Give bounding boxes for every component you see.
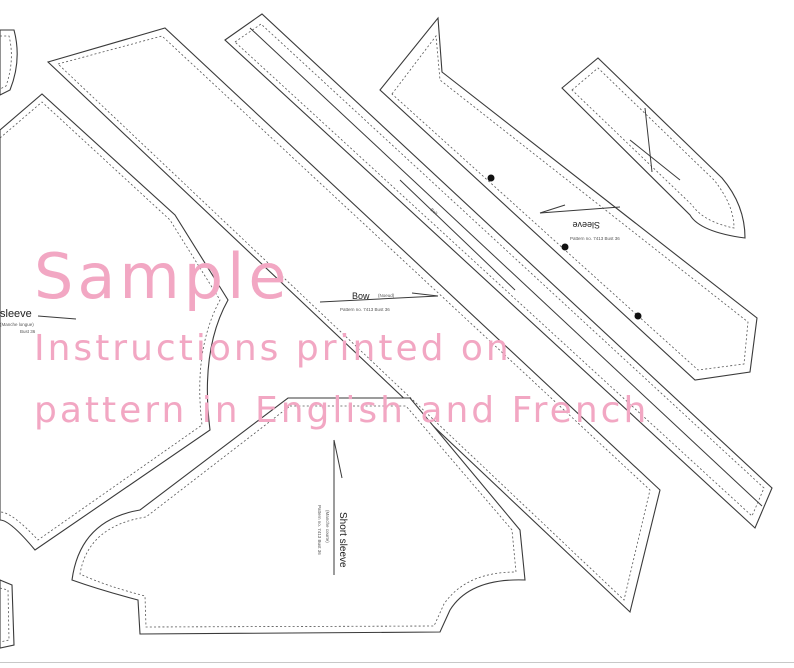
long-sleeve-piece: sleeve (Manche longue) Bust 36: [0, 93, 229, 551]
sleeve-strip: Sleeve Pattern no. 7413 Bust 36: [379, 16, 758, 381]
svg-text:Pattern no. 7413 Bust 36: Pattern no. 7413 Bust 36: [570, 236, 620, 241]
svg-text:(Manche longue): (Manche longue): [0, 322, 34, 327]
svg-text:Bust 36: Bust 36: [20, 329, 36, 334]
svg-text:(Noeud): (Noeud): [378, 293, 395, 298]
sleeve-label: sleeve: [0, 308, 32, 320]
svg-text:(Manche courte): (Manche courte): [325, 510, 330, 543]
belt-label: Belt: [429, 207, 439, 216]
sleeve-label-right: Sleeve: [572, 220, 600, 230]
short-sleeve-piece: Short sleeve (Manche courte) Pattern no.…: [71, 397, 526, 635]
svg-text:Pattern no. 7413 Bust 36: Pattern no. 7413 Bust 36: [340, 307, 390, 312]
corner-piece-bottom-left: [0, 579, 15, 649]
bottom-rule: [0, 662, 794, 663]
svg-text:Pattern no. 7413 Bust 36: Pattern no. 7413 Bust 36: [317, 505, 322, 555]
bow-label: Bow: [352, 291, 370, 301]
collar-piece: [561, 57, 746, 239]
corner-piece-top-left: [0, 29, 18, 96]
short-sleeve-label: Short sleeve: [337, 512, 348, 568]
belt-strip: Belt: [224, 13, 773, 529]
